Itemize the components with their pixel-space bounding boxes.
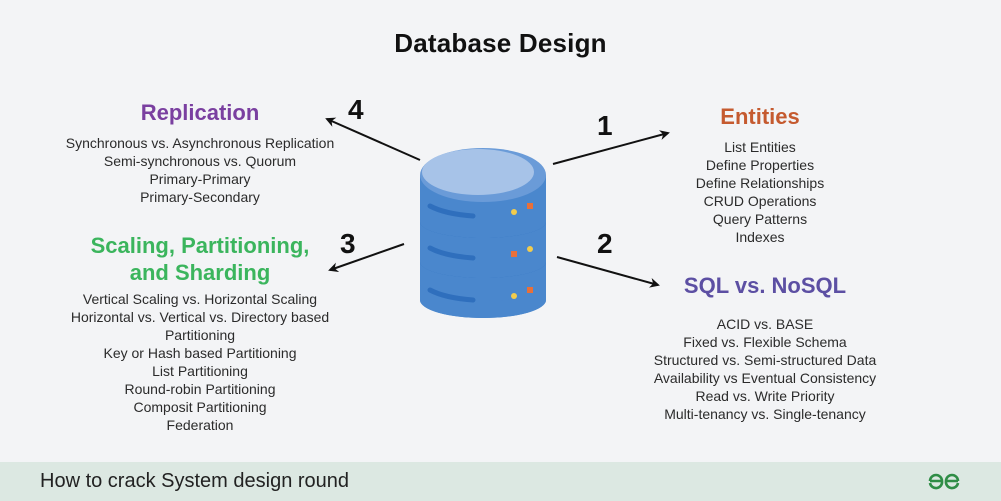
list-item: Indexes xyxy=(735,229,785,245)
list-item: Fixed vs. Flexible Schema xyxy=(683,334,847,350)
list-item: Composit Partitioning xyxy=(133,399,267,415)
sql-heading: SQL vs. NoSQL xyxy=(683,273,847,298)
list-item: Vertical Scaling vs. Horizontal Scaling xyxy=(82,291,318,307)
diagram-title: Database Design xyxy=(394,28,607,58)
list-item: CRUD Operations xyxy=(703,193,817,209)
sql-section: SQL vs. NoSQL ACID vs. BASE Fixed vs. Fl… xyxy=(620,273,910,423)
list-item: Structured vs. Semi-structured Data xyxy=(653,352,877,368)
step-number-4: 4 xyxy=(348,94,364,125)
arrow-3 xyxy=(328,243,405,273)
list-item: Primary-Secondary xyxy=(140,189,260,205)
replication-list: Synchronous vs. Asynchronous Replication… xyxy=(40,134,360,206)
step-number-3: 3 xyxy=(340,228,356,259)
arrow-1 xyxy=(552,130,670,165)
list-item: ACID vs. BASE xyxy=(716,316,814,332)
replication-section: Replication Synchronous vs. Asynchronous… xyxy=(40,100,360,206)
list-item: Read vs. Write Priority xyxy=(695,388,835,404)
scaling-heading: Scaling, Partitioning, and Sharding xyxy=(30,232,370,286)
list-item: Define Properties xyxy=(705,157,815,173)
list-item: Multi-tenancy vs. Single-tenancy xyxy=(664,406,866,422)
list-item: Semi-synchronous vs. Quorum xyxy=(103,153,297,169)
scaling-section: Scaling, Partitioning, and Sharding Vert… xyxy=(30,232,370,434)
step-number-2: 2 xyxy=(597,228,613,259)
list-item: Key or Hash based Partitioning xyxy=(103,345,297,361)
gfg-logo-icon xyxy=(928,473,960,490)
arrow-2 xyxy=(556,256,660,288)
replication-heading: Replication xyxy=(140,100,260,125)
list-item: List Partitioning xyxy=(152,363,248,379)
entities-section: Entities List Entities Define Properties… xyxy=(640,104,880,246)
list-item: Define Relationships xyxy=(695,175,825,191)
list-item: Availability vs Eventual Consistency xyxy=(653,370,877,386)
footer-title: How to crack System design round xyxy=(40,470,350,492)
footer-bar: How to crack System design round xyxy=(0,462,1001,501)
entities-heading: Entities xyxy=(720,104,800,129)
database-icon xyxy=(420,148,546,318)
step-number-1: 1 xyxy=(597,110,613,141)
list-item: Horizontal vs. Vertical vs. Directory ba… xyxy=(70,309,330,325)
list-item: Synchronous vs. Asynchronous Replication xyxy=(65,135,335,151)
list-item: List Entities xyxy=(724,139,796,155)
scaling-heading-line2: and Sharding xyxy=(129,260,271,285)
sql-list: ACID vs. BASE Fixed vs. Flexible Schema … xyxy=(620,315,910,423)
list-item: Query Patterns xyxy=(712,211,808,227)
entities-list: List Entities Define Properties Define R… xyxy=(640,138,880,246)
list-item: Partitioning xyxy=(164,327,236,343)
list-item: Round-robin Partitioning xyxy=(124,381,276,397)
list-item: Primary-Primary xyxy=(149,171,251,187)
scaling-heading-line1: Scaling, Partitioning, xyxy=(90,233,310,258)
scaling-list: Vertical Scaling vs. Horizontal Scaling … xyxy=(30,290,370,434)
arrow-4 xyxy=(325,117,421,161)
list-item: Federation xyxy=(166,417,234,433)
